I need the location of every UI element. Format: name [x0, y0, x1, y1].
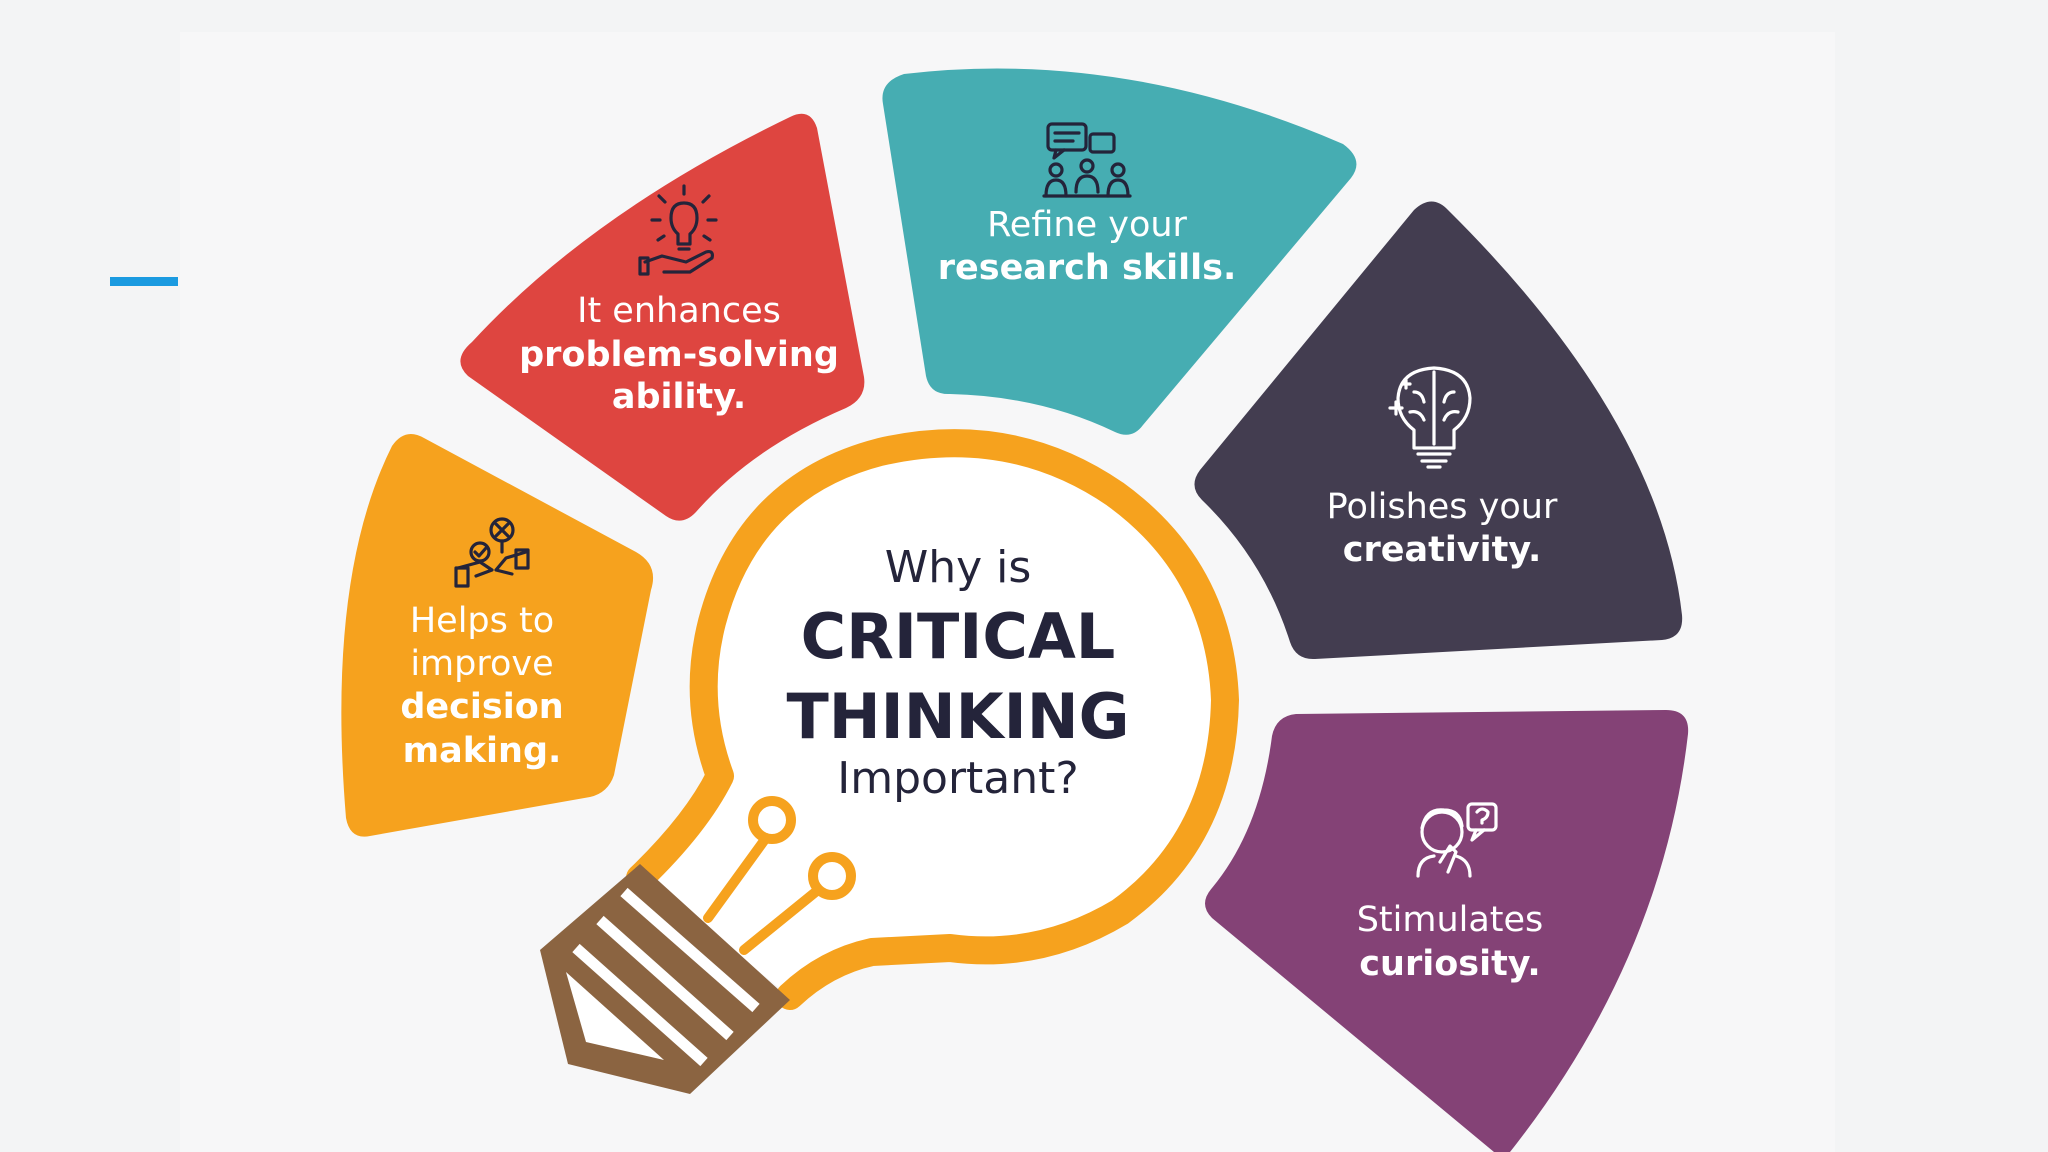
center-title-line4: Important?	[837, 753, 1078, 804]
problem-line1: It enhances	[577, 291, 781, 331]
segment-creativity: Polishes your creativity.	[1194, 201, 1683, 660]
decision-line1: Helps to	[410, 601, 554, 641]
segment-decision-shape	[341, 433, 654, 837]
center-title-line2: CRITICAL	[801, 600, 1116, 673]
decision-icon	[454, 517, 530, 588]
decision-line3: decision	[400, 687, 563, 727]
segment-research-shape	[882, 68, 1357, 435]
discussion-icon	[1042, 122, 1132, 198]
creativity-line1: Polishes your	[1327, 487, 1558, 527]
problem-line2: problem-solving	[519, 335, 839, 375]
research-line2: research skills.	[938, 248, 1237, 288]
bulb-filament	[703, 796, 856, 955]
curiosity-line1: Stimulates	[1357, 900, 1544, 940]
bulb-base	[540, 864, 790, 1094]
segment-curiosity-shape	[1205, 710, 1689, 1152]
thinking-person-icon	[1416, 802, 1498, 878]
bulb-outline	[626, 429, 1239, 1010]
decision-line2: improve	[410, 644, 553, 684]
segment-research-skills: Refine your research skills.	[882, 68, 1357, 435]
accent-line	[110, 277, 178, 286]
research-line1: Refine your	[987, 205, 1187, 245]
segment-problem-shape	[460, 113, 865, 521]
decision-line4: making.	[403, 731, 562, 771]
curiosity-line2: curiosity.	[1359, 944, 1540, 984]
lightbulb-hand-icon	[638, 184, 718, 276]
creativity-line2: creativity.	[1343, 530, 1542, 570]
center-title-line1: Why is	[885, 542, 1032, 593]
segment-creativity-shape	[1194, 201, 1683, 660]
problem-line3: ability.	[612, 377, 746, 417]
segment-problem-solving: It enhances problem-solving ability.	[460, 113, 865, 521]
center-title-line3: THINKING	[786, 680, 1129, 753]
lightbulb-illustration: Why is CRITICAL THINKING Important?	[540, 429, 1239, 1094]
brain-bulb-icon	[1388, 366, 1472, 469]
segment-decision-making: Helps to improve decision making.	[341, 433, 654, 837]
segment-curiosity: Stimulates curiosity.	[1205, 710, 1689, 1152]
